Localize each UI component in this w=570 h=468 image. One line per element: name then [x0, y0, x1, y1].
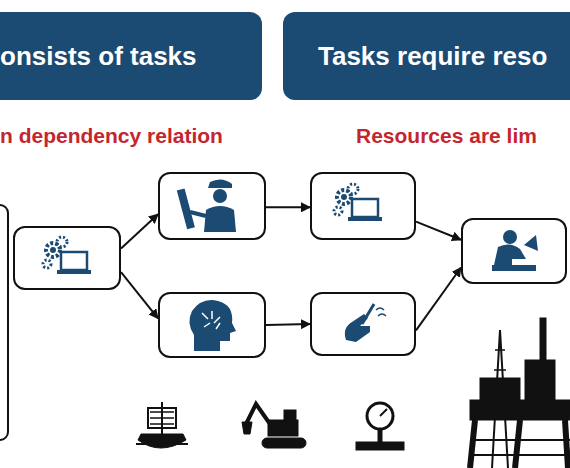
subtitle-label: n dependency relation — [0, 124, 223, 148]
task-box — [310, 172, 416, 240]
ship-icon — [136, 402, 188, 448]
task-box — [461, 218, 567, 284]
subtitle-label: Resources are lim — [356, 124, 537, 148]
gauge-icon — [356, 403, 404, 450]
dependency-arrow — [266, 324, 310, 325]
task-box — [158, 292, 266, 358]
header-text: onsists of tasks — [0, 41, 197, 72]
excavator-icon — [242, 404, 306, 448]
dependency-arrow — [266, 206, 310, 208]
task-box — [158, 172, 266, 240]
cropped-box — [0, 205, 8, 440]
oil-platform-icon — [470, 318, 570, 468]
header-box: Tasks require reso — [283, 12, 570, 100]
dependency-arrow — [416, 222, 461, 240]
dependency-arrow — [416, 268, 461, 331]
dependency-arrow — [121, 272, 158, 318]
dependency-arrow — [121, 214, 158, 248]
task-box — [13, 226, 121, 290]
header-box: onsists of tasks — [0, 12, 262, 100]
task-box — [310, 292, 416, 356]
header-text: Tasks require reso — [318, 41, 547, 72]
